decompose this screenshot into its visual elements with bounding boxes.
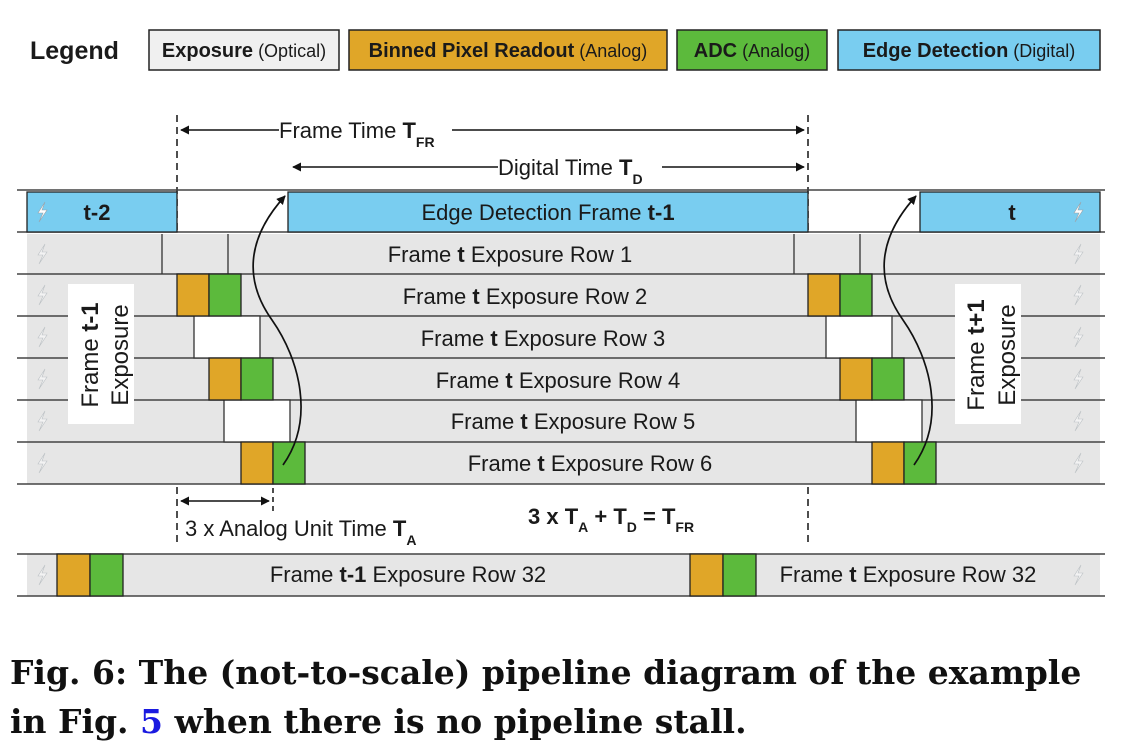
edge-bar-frame-t-1 xyxy=(287,191,809,233)
edge-bar-frame-t-1-label: Edge Detection Frame t-1 xyxy=(421,200,674,225)
legend-item-adc: ADC (Analog) xyxy=(676,29,828,71)
edge-bar-t-2-label: t-2 xyxy=(84,200,111,225)
edge-detection-bars: t-2 Edge Detection Frame t-1 t xyxy=(26,191,1101,233)
edge-bar-t-label: t xyxy=(1008,200,1016,225)
side-label-right-line2: Exposure xyxy=(994,304,1021,405)
legend-item-edge: Edge Detection (Digital) xyxy=(837,29,1101,71)
edge-bar-t-2 xyxy=(26,191,178,233)
figure-reference-link[interactable]: 5 xyxy=(140,702,164,741)
readout-block xyxy=(807,273,841,317)
row-label-5: Frame t Exposure Row 5 xyxy=(451,409,696,434)
legend-label-readout: Binned Pixel Readout (Analog) xyxy=(369,40,648,62)
legend-swatch-edge xyxy=(837,29,1101,71)
legend-swatch-adc xyxy=(676,29,828,71)
adc-block xyxy=(208,273,242,317)
frame-time-label: Frame Time TFR xyxy=(279,118,435,150)
edge-bar-t xyxy=(919,191,1101,233)
readout-block xyxy=(839,357,873,401)
legend-label-adc: ADC (Analog) xyxy=(694,40,810,62)
legend: Legend Exposure (Optical) Binned Pixel R… xyxy=(30,29,1101,71)
readout-block xyxy=(240,441,274,485)
digital-time-label: Digital Time TD xyxy=(498,155,643,187)
readout-block xyxy=(56,553,91,597)
pipeline-diagram: Legend Exposure (Optical) Binned Pixel R… xyxy=(17,29,1105,597)
legend-swatch-exposure xyxy=(148,29,340,71)
legend-label-exposure: Exposure (Optical) xyxy=(162,40,326,62)
legend-item-readout: Binned Pixel Readout (Analog) xyxy=(348,29,668,71)
readout-block xyxy=(176,273,210,317)
side-label-left: Frame t-1 Exposure xyxy=(77,302,134,407)
exposure-blocks xyxy=(68,234,1021,443)
legend-swatch-readout xyxy=(348,29,668,71)
side-label-right: Frame t+1 Exposure xyxy=(963,299,1021,410)
legend-title: Legend xyxy=(30,37,119,65)
row-label-6: Frame t Exposure Row 6 xyxy=(468,451,713,476)
readout-adc-blocks xyxy=(56,273,937,597)
analog-time-label: 3 x Analog Unit Time TA xyxy=(185,516,416,548)
adc-block xyxy=(89,553,124,597)
adc-block xyxy=(839,273,873,317)
readout-block xyxy=(871,441,905,485)
flow-arrow-left xyxy=(252,195,302,466)
adc-block xyxy=(240,357,274,401)
readout-block xyxy=(208,357,242,401)
row32-right-label: Frame t Exposure Row 32 xyxy=(780,562,1037,587)
timing-equation: 3 x TA + TD = TFR xyxy=(528,504,694,535)
flow-arrows xyxy=(252,195,933,466)
row-label-1: Frame t Exposure Row 1 xyxy=(388,242,633,267)
row32-left-label: Frame t-1 Exposure Row 32 xyxy=(270,562,546,587)
legend-item-exposure: Exposure (Optical) xyxy=(148,29,340,71)
analog-time-annotation: 3 x Analog Unit Time TA xyxy=(180,488,416,548)
side-label-left-line2: Exposure xyxy=(107,304,134,405)
digital-time-annotation: Digital Time TD xyxy=(292,155,805,187)
row-label-3: Frame t Exposure Row 3 xyxy=(421,326,666,351)
adc-block xyxy=(903,441,937,485)
exposure-row-labels: Frame t Exposure Row 1 Frame t Exposure … xyxy=(388,242,713,476)
adc-block xyxy=(871,357,905,401)
side-label-right-line1: Frame t+1 xyxy=(963,299,990,410)
readout-block xyxy=(689,553,724,597)
side-label-left-line1: Frame t-1 xyxy=(77,302,104,407)
flow-arrow-right xyxy=(883,195,933,466)
row-label-2: Frame t Exposure Row 2 xyxy=(403,284,648,309)
figure-caption: Fig. 6: The (not-to-scale) pipeline diag… xyxy=(10,653,1082,741)
frame-time-annotation: Frame Time TFR xyxy=(180,118,805,150)
adc-block xyxy=(272,441,306,485)
row-label-4: Frame t Exposure Row 4 xyxy=(436,368,681,393)
adc-block xyxy=(722,553,757,597)
legend-label-edge: Edge Detection (Digital) xyxy=(863,40,1076,62)
